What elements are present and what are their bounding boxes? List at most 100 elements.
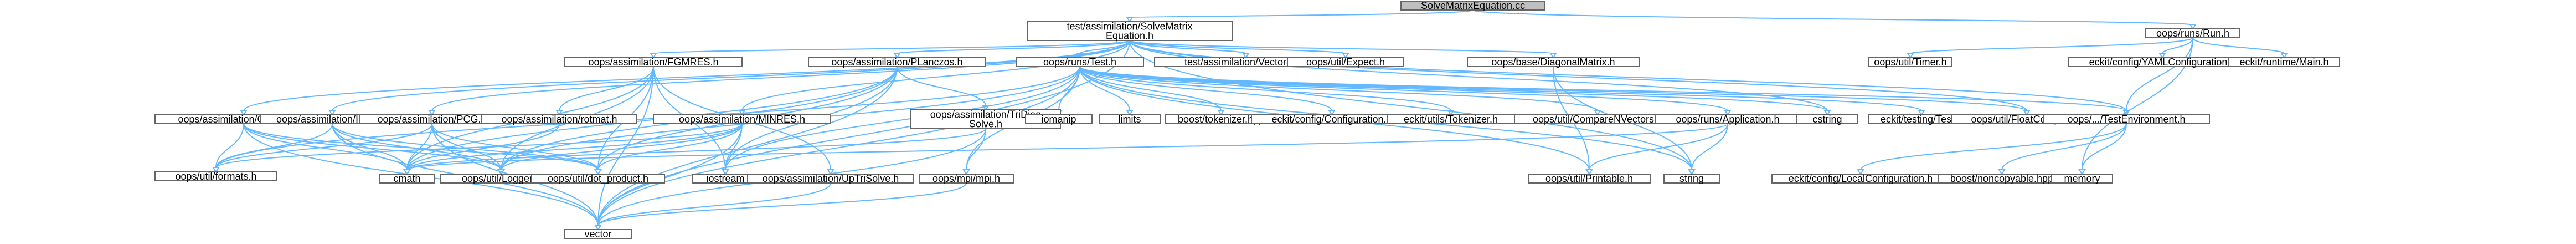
node-box bbox=[564, 57, 743, 67]
node-label: cmath bbox=[393, 173, 420, 184]
node-box bbox=[2145, 28, 2240, 38]
node-label: test/assimilation/Vector3D.h bbox=[1184, 57, 1307, 68]
node-mpi[interactable]: oops/mpi/mpi.h bbox=[919, 173, 1014, 184]
node-label: eckit/config/Configuration.h bbox=[1271, 114, 1392, 125]
node-label: oops/.../TestEnvironment.h bbox=[2067, 114, 2185, 125]
node-box bbox=[1796, 114, 1858, 124]
node-label: oops/assimilation/UpTriSolve.h bbox=[763, 173, 899, 184]
node-plan[interactable]: oops/assimilation/PLanczos.h bbox=[808, 57, 986, 68]
node-timer[interactable]: oops/util/Timer.h bbox=[1868, 57, 1952, 68]
node-run[interactable]: oops/runs/Run.h bbox=[2145, 28, 2240, 39]
node-box bbox=[1016, 57, 1144, 67]
edge-tridiag-to-mpi bbox=[962, 128, 986, 175]
node-string[interactable]: string bbox=[1663, 173, 1720, 184]
node-pcg[interactable]: oops/assimilation/PCG.h bbox=[359, 114, 504, 125]
edge-sme-to-plan bbox=[893, 40, 1130, 59]
node-label: Solve.h bbox=[969, 119, 1002, 130]
node-fgmres[interactable]: oops/assimilation/FGMRES.h bbox=[564, 57, 743, 68]
edge-testenv-to-localconf bbox=[1857, 123, 2127, 175]
node-label: iomanip bbox=[1041, 114, 1076, 125]
node-box bbox=[747, 174, 914, 184]
node-formats[interactable]: oops/util/formats.h bbox=[154, 171, 277, 182]
node-iomanip[interactable]: iomanip bbox=[1025, 114, 1093, 125]
node-iostream[interactable]: iostream bbox=[692, 173, 759, 184]
node-label: string bbox=[1679, 173, 1704, 184]
edge-app-to-string bbox=[1688, 123, 1728, 175]
edge-sme-to-vector bbox=[594, 40, 1130, 231]
edge-sme-to-diag bbox=[1129, 40, 1557, 59]
node-box bbox=[1099, 114, 1161, 124]
edge-mpi-to-vector bbox=[594, 182, 967, 231]
node-app[interactable]: oops/runs/Application.h bbox=[1655, 114, 1800, 125]
edge-root-to-run bbox=[1472, 9, 2197, 30]
node-test[interactable]: oops/runs/Test.h bbox=[1016, 57, 1144, 68]
node-box bbox=[1400, 1, 1545, 11]
dependency-nodes: SolveMatrixEquation.cctest/assimilation/… bbox=[154, 0, 2340, 240]
edge-test-to-eckitconf bbox=[1079, 66, 1336, 116]
node-label: oops/util/CompareNVectors.h bbox=[1533, 114, 1662, 125]
node-minres[interactable]: oops/assimilation/MINRES.h bbox=[653, 114, 831, 125]
node-label: oops/mpi/mpi.h bbox=[932, 173, 1000, 184]
node-eckittest[interactable]: eckit/testing/Test.h bbox=[1868, 114, 1975, 125]
node-label: vector bbox=[584, 228, 611, 240]
node-label: oops/util/Timer.h bbox=[1874, 57, 1946, 68]
node-label: oops/assimilation/PCG.h bbox=[377, 114, 486, 125]
node-box bbox=[564, 229, 632, 239]
node-box bbox=[2043, 114, 2210, 124]
node-label: memory bbox=[2064, 173, 2100, 184]
edge-sme-to-v3d bbox=[1129, 40, 1250, 59]
node-expect[interactable]: oops/util/Expect.h bbox=[1287, 57, 1404, 68]
edge-test-to-limits bbox=[1079, 66, 1134, 116]
node-printable[interactable]: oops/util/Printable.h bbox=[1528, 173, 1651, 184]
edge-test-to-testenv bbox=[1079, 66, 2130, 116]
node-label: oops/util/Logger.h bbox=[462, 173, 540, 184]
node-diag[interactable]: oops/base/DiagonalMatrix.h bbox=[1467, 57, 1640, 68]
dependency-edges bbox=[212, 9, 2288, 231]
node-box bbox=[2228, 57, 2340, 67]
node-box bbox=[808, 57, 986, 67]
node-eckitconf[interactable]: eckit/config/Configuration.h bbox=[1251, 114, 1413, 125]
edge-pcg-to-dotprod bbox=[431, 123, 602, 175]
node-box bbox=[379, 174, 435, 184]
node-label: eckit/runtime/Main.h bbox=[2239, 57, 2328, 68]
node-box bbox=[154, 171, 277, 181]
node-label: oops/assimilation/PLanczos.h bbox=[831, 57, 962, 68]
node-rotmat[interactable]: oops/assimilation/rotmat.h bbox=[481, 114, 637, 125]
edge-root-to-sme bbox=[1126, 9, 1474, 23]
node-box bbox=[531, 174, 665, 184]
node-testenv[interactable]: oops/.../TestEnvironment.h bbox=[2043, 114, 2210, 125]
node-cmath[interactable]: cmath bbox=[379, 173, 435, 184]
node-sme[interactable]: test/assimilation/SolveMatrixEquation.h bbox=[1027, 21, 1233, 42]
node-vector[interactable]: vector bbox=[564, 228, 632, 240]
node-label: iostream bbox=[706, 173, 744, 184]
node-label: oops/base/DiagonalMatrix.h bbox=[1491, 57, 1615, 68]
edge-testenv-to-noncopy bbox=[1998, 123, 2127, 175]
edge-sme-to-floatcmp bbox=[1129, 40, 2031, 116]
edge-minres-to-logger bbox=[497, 123, 743, 175]
node-ekmain[interactable]: eckit/runtime/Main.h bbox=[2228, 57, 2340, 68]
node-localconf[interactable]: eckit/config/LocalConfiguration.h bbox=[1771, 173, 1950, 184]
edge-sme-to-ipcg bbox=[328, 40, 1130, 116]
node-box bbox=[1868, 57, 1952, 67]
node-label: oops/assimilation/rotmat.h bbox=[501, 114, 617, 125]
node-label: oops/runs/Test.h bbox=[1043, 57, 1116, 68]
node-label: eckit/testing/Test.h bbox=[1881, 114, 1962, 125]
node-limits[interactable]: limits bbox=[1099, 114, 1161, 125]
node-cstring[interactable]: cstring bbox=[1796, 114, 1858, 125]
edge-minres-to-formats bbox=[212, 123, 743, 173]
edge-app-to-printable bbox=[1585, 123, 1728, 175]
edge-test-to-eckittok bbox=[1079, 66, 1455, 116]
node-box bbox=[1027, 21, 1233, 41]
edge-run-to-testenv bbox=[2122, 37, 2193, 116]
edge-run-to-timer bbox=[1907, 37, 2193, 59]
node-eckittok[interactable]: eckit/utils/Tokenizer.h bbox=[1387, 114, 1515, 125]
node-memory[interactable]: memory bbox=[2051, 173, 2113, 184]
node-label: eckit/config/LocalConfiguration.h bbox=[1789, 173, 1933, 184]
node-yaml[interactable]: eckit/config/YAMLConfiguration.h bbox=[2068, 57, 2257, 68]
node-noncopy[interactable]: boost/noncopyable.hpp bbox=[1938, 173, 2066, 184]
node-label: oops/util/Expect.h bbox=[1306, 57, 1385, 68]
node-uptri[interactable]: oops/assimilation/UpTriSolve.h bbox=[747, 173, 914, 184]
node-dotprod[interactable]: oops/util/dot_product.h bbox=[531, 173, 665, 185]
